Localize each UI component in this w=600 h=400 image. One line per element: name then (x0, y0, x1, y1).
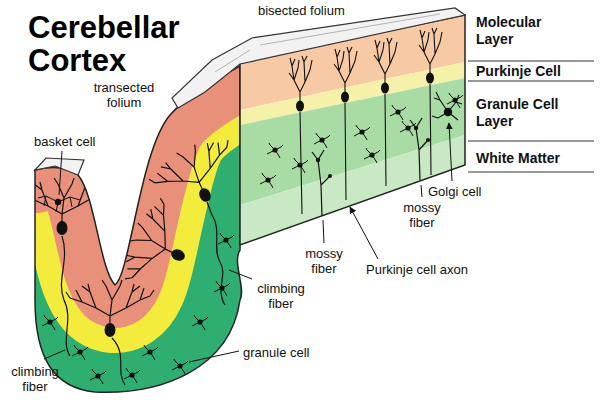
purkinje-cell (289, 56, 312, 112)
purkinje-cell (144, 131, 248, 220)
granule-cell (314, 133, 330, 148)
granule-cell (124, 368, 140, 383)
granule-cell (72, 345, 88, 360)
climbing-fiber (112, 338, 125, 385)
granule-cell (142, 345, 158, 360)
purkinje-cell (334, 47, 357, 103)
purkinje-cell (374, 38, 397, 94)
fiber-label: climbing fiber (250, 281, 312, 311)
climbing-fiber (207, 202, 225, 305)
leader-line (189, 351, 239, 362)
diagram-title: Cerebellar Cortex (28, 12, 193, 77)
top-surface (35, 158, 84, 175)
section-label: bisected folium (258, 3, 368, 18)
granule-cell (447, 93, 463, 108)
granule-cell (364, 148, 380, 163)
mossy-fiber (312, 150, 332, 216)
granule-cell (218, 233, 234, 248)
layer-label: White Matter (476, 150, 588, 167)
top-surface (172, 8, 465, 108)
cell-label: Golgi cell (428, 184, 508, 199)
climbing-fiber (61, 236, 70, 356)
purkinje-cell (66, 280, 154, 337)
granule-cell (390, 105, 406, 120)
fiber-label: climbing fiber (4, 364, 66, 394)
layer-label: Purkinje Cell (476, 63, 588, 80)
cell-label: basket cell (34, 134, 114, 149)
leader-line (59, 151, 62, 195)
surface-hatching (215, 14, 440, 72)
axon-label: Purkinje cell axon (366, 262, 496, 277)
leader-arrow (350, 207, 378, 259)
layer-label: Molecular Layer (476, 14, 560, 48)
granule-cell (172, 359, 188, 374)
layer-rule (468, 61, 594, 172)
granule-cell (354, 125, 370, 140)
golgi-cell (432, 92, 462, 120)
leader-line (229, 270, 252, 279)
cell-label: granule cell (243, 345, 333, 360)
leader-line (421, 185, 422, 197)
granule-cell (400, 121, 416, 136)
purkinje-axon (300, 84, 431, 214)
granule-cell (260, 173, 276, 188)
fiber-label: mossy fiber (298, 246, 350, 276)
fiber-label: mossy fiber (396, 200, 448, 230)
leader-line (323, 220, 324, 243)
leader-line (44, 350, 65, 359)
layer-label: Granule Cell Layer (476, 96, 576, 130)
section-label: transected folium (86, 80, 162, 110)
purkinje-cell (18, 178, 106, 235)
folium-outline (35, 66, 242, 392)
purkinje-cell (114, 194, 203, 298)
basket-cell (38, 196, 80, 212)
granule-cell (42, 315, 58, 330)
granule-cell (292, 158, 308, 173)
purkinje-cell (419, 28, 442, 84)
mossy-fiber (410, 118, 430, 180)
leader-arrow (449, 123, 452, 181)
granule-cell (192, 315, 208, 330)
granule-cell (267, 143, 283, 158)
granule-cell (90, 369, 106, 384)
